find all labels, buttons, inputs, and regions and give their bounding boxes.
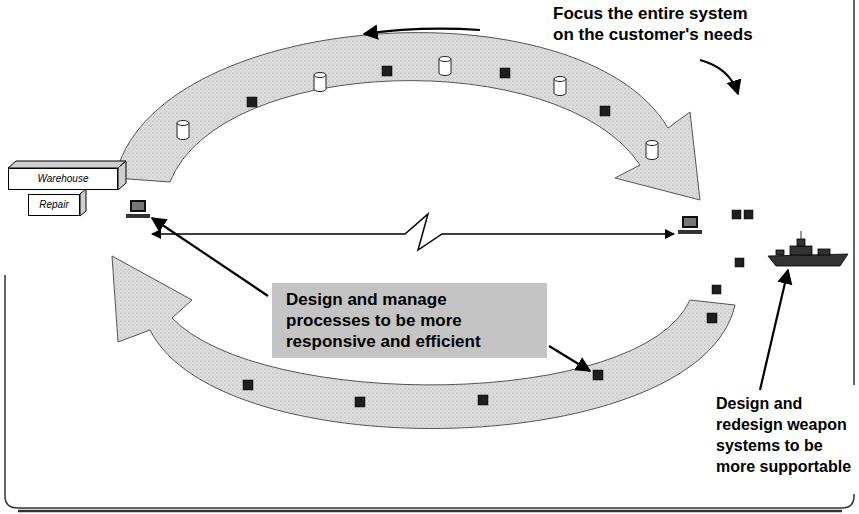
box-text: Design and manage processes to be more r… — [286, 289, 501, 352]
supply-arrow — [115, 33, 700, 200]
leader-arrow — [152, 29, 788, 390]
cylinder-items — [177, 57, 658, 160]
callout-text: Focus the entire system on the customer'… — [553, 3, 768, 45]
repair-box: Repair — [28, 194, 80, 216]
building-faces — [8, 161, 126, 216]
return-arrow — [112, 256, 735, 429]
box-text: Warehouse — [38, 173, 89, 185]
process-box: Design and manage processes to be more r… — [272, 283, 547, 358]
warehouse-box: Warehouse — [8, 168, 118, 190]
communication-link — [152, 214, 674, 250]
box-text: Repair — [39, 199, 68, 211]
ship-icon — [768, 231, 848, 266]
box-items — [243, 66, 753, 407]
computer-icon — [678, 216, 702, 234]
frame — [5, 0, 854, 511]
computer-icon — [126, 200, 150, 218]
callout-text: Design and redesign weapon systems to be… — [716, 393, 852, 477]
